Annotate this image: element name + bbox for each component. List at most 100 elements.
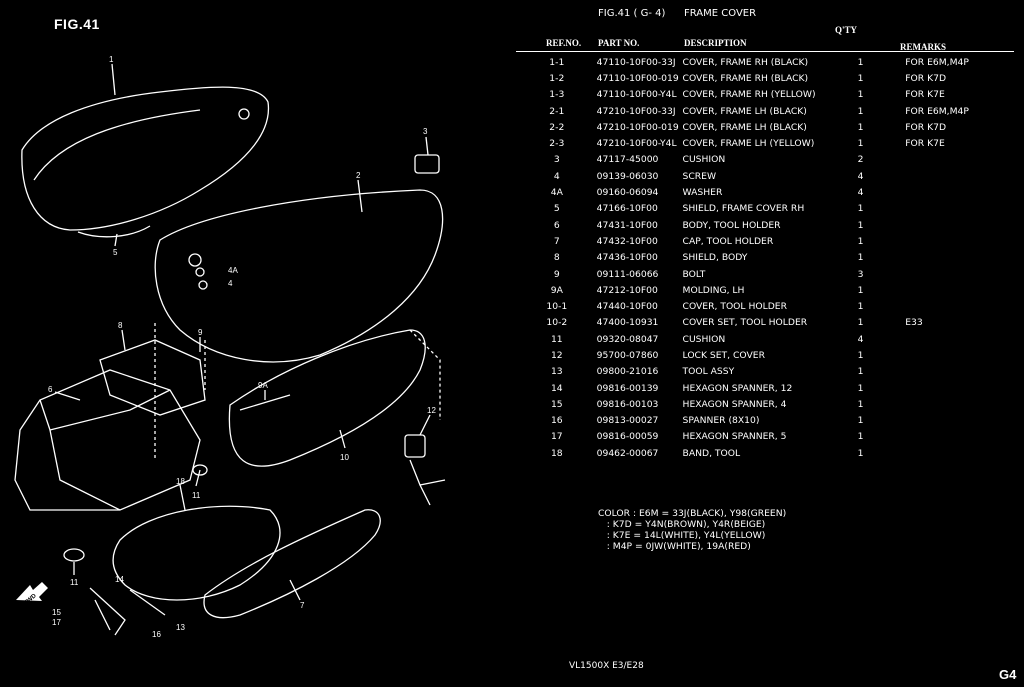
ref-cell: 1-2	[549, 72, 565, 84]
qty-cell: 1	[857, 366, 864, 378]
qty-cell: 3	[857, 268, 864, 280]
description-cell: BAND, TOOL	[682, 447, 741, 459]
callout: 1	[109, 55, 114, 64]
qty-cell: 1	[857, 235, 864, 247]
description-cell: SHIELD, BODY	[682, 252, 748, 264]
qty-cell: 4	[857, 170, 864, 182]
remarks-cell: FOR E6M,M4P	[905, 56, 969, 68]
figure-reference: FIG.41 ( G- 4)	[598, 8, 666, 19]
remarks-cell	[875, 396, 1024, 412]
description-cell: COVER, TOOL HOLDER	[682, 301, 787, 313]
description-cell: MOLDING, LH	[682, 284, 745, 296]
ref-cell: 15	[550, 398, 563, 410]
qty-cell: 1	[857, 72, 864, 84]
frame-cover-lh-shape	[154, 189, 444, 363]
ref-cell: 10-1	[546, 301, 568, 313]
description-cell: COVER, FRAME RH (YELLOW)	[682, 89, 816, 101]
qty-cell: 4	[857, 187, 864, 199]
tool-holder-cover-shape	[228, 329, 426, 467]
description-cell: COVER, FRAME LH (YELLOW)	[682, 138, 815, 150]
qty-cell: 1	[857, 317, 864, 329]
remarks-cell	[875, 250, 1024, 266]
remarks-cell	[875, 184, 1024, 200]
qty-cell: 1	[857, 219, 864, 231]
part-number-cell: 09813-00027	[596, 415, 659, 427]
remarks-cell	[875, 201, 1024, 217]
callout: 9A	[258, 381, 268, 390]
callout: 12	[427, 406, 436, 415]
description-cell: SPANNER (8X10)	[682, 415, 760, 427]
callout: 8	[118, 321, 123, 330]
remarks-cell: FOR K7E	[905, 89, 945, 101]
part-number-cell: 47210-10F00-33J	[596, 105, 676, 117]
description-cell: HEXAGON SPANNER, 5	[682, 431, 787, 443]
ref-cell: 14	[550, 382, 563, 394]
description-cell: HEXAGON SPANNER, 4	[682, 398, 787, 410]
remarks-cell: FOR K7D	[905, 121, 947, 133]
callout: 2	[356, 171, 361, 180]
qty-cell: 1	[857, 382, 864, 394]
part-number-cell: 95700-07860	[596, 349, 659, 361]
part-number-cell: 09462-00067	[596, 447, 659, 459]
qty-cell: 4	[857, 333, 864, 345]
part-number-cell: 47400-10931	[596, 317, 659, 329]
callout: 14	[115, 575, 124, 584]
header-rule	[516, 51, 1014, 52]
description-cell: SHIELD, FRAME COVER RH	[682, 203, 805, 215]
callout: 16	[152, 630, 161, 639]
ref-cell: 13	[550, 366, 563, 378]
description-cell: WASHER	[682, 187, 723, 199]
description-cell: COVER, FRAME LH (BLACK)	[682, 121, 807, 133]
part-number-cell: 47210-10F00-Y4L	[596, 138, 677, 150]
ref-cell: 2-3	[549, 138, 565, 150]
ref-cell: 18	[550, 447, 563, 459]
callout: 3	[423, 127, 428, 136]
ref-cell: 7	[553, 235, 560, 247]
model-footer: VL1500X E3/E28	[569, 661, 644, 671]
part-number-cell: 09816-00139	[596, 382, 659, 394]
table-row: 2-3 47210-10F00-Y4L COVER, FRAME LH (YELLO…	[517, 135, 1024, 151]
color-notes: COLOR : E6M = 33J(BLACK), Y98(GREEN) : K…	[598, 508, 786, 552]
table-row: 13 09800-21016 TOOL ASSY 1	[517, 364, 1024, 380]
page-code: G4	[999, 667, 1017, 682]
callout: 18	[176, 477, 185, 486]
description-cell: TOOL ASSY	[682, 366, 735, 378]
ref-cell: 4	[553, 170, 560, 182]
remarks-cell	[875, 298, 1024, 314]
part-number-cell: 47110-10F00-Y4L	[596, 89, 677, 101]
qty-cell: 1	[857, 203, 864, 215]
qty-cell: 1	[857, 121, 864, 133]
description-cell: CAP, TOOL HOLDER	[682, 235, 774, 247]
part-number-cell: 47436-10F00	[596, 252, 658, 264]
color-note: COLOR : E6M = 33J(BLACK), Y98(GREEN)	[598, 508, 787, 519]
part-number-cell: 09800-21016	[596, 366, 659, 378]
color-note: : K7D = Y4N(BROWN), Y4R(BEIGE)	[598, 519, 766, 530]
remarks-cell	[875, 168, 1024, 184]
callout: 15	[52, 608, 61, 617]
column-header-qty: Q'TY	[835, 25, 858, 35]
exploded-parts-diagram: 1 2 3 4A 4 5 6 7 8 9 9A 10 11 11 12 13 1…	[14, 55, 446, 639]
callout: 13	[176, 623, 185, 632]
ref-cell: 1-3	[549, 89, 565, 101]
description-cell: COVER, FRAME RH (BLACK)	[682, 56, 809, 68]
callout: 7	[300, 601, 305, 610]
qty-cell: 1	[857, 447, 864, 459]
qty-cell: 1	[857, 415, 864, 427]
ref-cell: 10-2	[546, 317, 568, 329]
qty-cell: 1	[857, 301, 864, 313]
callout: 10	[340, 453, 349, 462]
remarks-cell	[875, 331, 1024, 347]
